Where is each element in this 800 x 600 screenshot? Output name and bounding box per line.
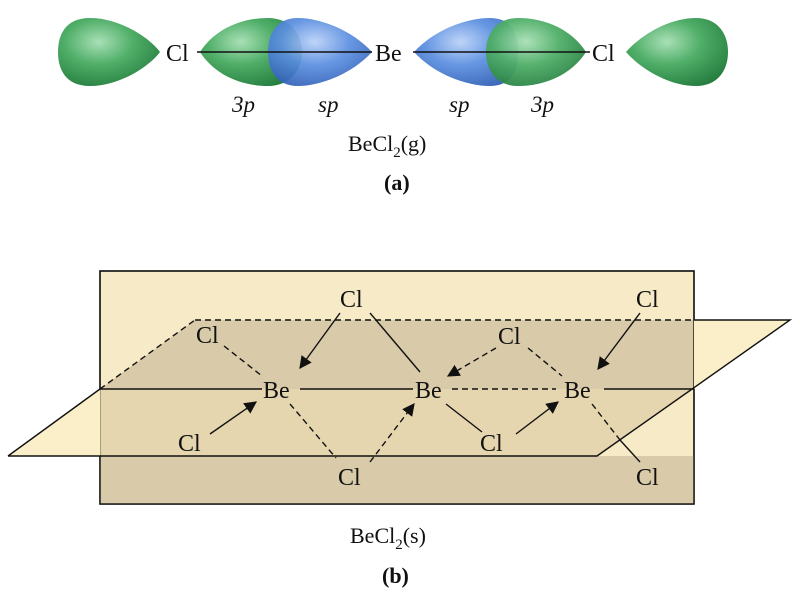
atom-cl-lower-mid: Cl — [480, 431, 503, 457]
atom-cl-upper-mid: Cl — [498, 324, 521, 350]
atom-cl-top-2: Cl — [636, 287, 659, 313]
bond-cl-lowerleft-be1 — [209, 401, 258, 435]
horizontal-plane-left-edge — [7, 388, 101, 457]
orbital-label-3p-right: 3p — [530, 92, 554, 117]
formula-gas-state: (g) — [401, 131, 427, 156]
atom-cl-left: Cl — [166, 41, 189, 67]
formula-solid-subscript: 2 — [395, 537, 403, 553]
atom-be-3: Be — [564, 378, 591, 404]
formula-solid: BeCl2(s) — [350, 523, 426, 553]
orbital-label-sp-right: sp — [449, 92, 469, 117]
bond-cl-top1-be2 — [369, 312, 421, 373]
atom-cl-right: Cl — [592, 41, 615, 67]
panel-label-b: (b) — [382, 563, 409, 588]
formula-gas-subscript: 2 — [393, 145, 401, 161]
formula-solid-main: BeCl — [350, 523, 395, 548]
atom-cl-top-1: Cl — [340, 287, 363, 313]
horizontal-plane-edge — [8, 319, 793, 457]
bond-be1-cl-bottom1 — [289, 403, 337, 459]
atom-cl-bottom-2: Cl — [636, 465, 659, 491]
part-b-solid-phase: Cl Cl Cl Cl Be Be Be Cl Cl Cl Cl BeCl2(s… — [7, 270, 793, 588]
atom-cl-lower-left: Cl — [178, 431, 201, 457]
bond-be3-cl-bottom2-front — [619, 439, 641, 463]
part-a-gas-phase: Cl Be Cl 3p sp sp 3p BeCl2(g) (a) — [58, 18, 728, 195]
bond-be3-cl-bottom2 — [591, 403, 621, 441]
formula-gas: BeCl2(g) — [348, 131, 426, 161]
bond-cl-top1-be1 — [299, 312, 341, 370]
formula-solid-state: (s) — [403, 523, 426, 548]
atom-cl-bottom-1: Cl — [338, 465, 361, 491]
bond-cl-top2-be3 — [597, 312, 641, 371]
cl-right-back-lobe — [626, 18, 728, 86]
atom-cl-upper-left: Cl — [196, 323, 219, 349]
atom-be: Be — [375, 41, 402, 67]
atom-be-2: Be — [415, 378, 442, 404]
bond-cl-upperleft-be1 — [223, 345, 263, 377]
panel-label-a: (a) — [384, 170, 410, 195]
atom-be-1: Be — [263, 378, 290, 404]
orbital-label-sp-left: sp — [318, 92, 338, 117]
bond-cl-bottom1-be2 — [369, 402, 415, 463]
formula-gas-main: BeCl — [348, 131, 393, 156]
bond-cl-lowermid-be3 — [515, 401, 560, 435]
plane-overlap-upper — [100, 320, 694, 389]
bond-be2-cl-lowermid — [445, 403, 483, 433]
orbital-label-3p-left: 3p — [231, 92, 255, 117]
cl-left-back-lobe — [58, 18, 160, 86]
bond-cl-uppermid-be3 — [527, 347, 563, 377]
